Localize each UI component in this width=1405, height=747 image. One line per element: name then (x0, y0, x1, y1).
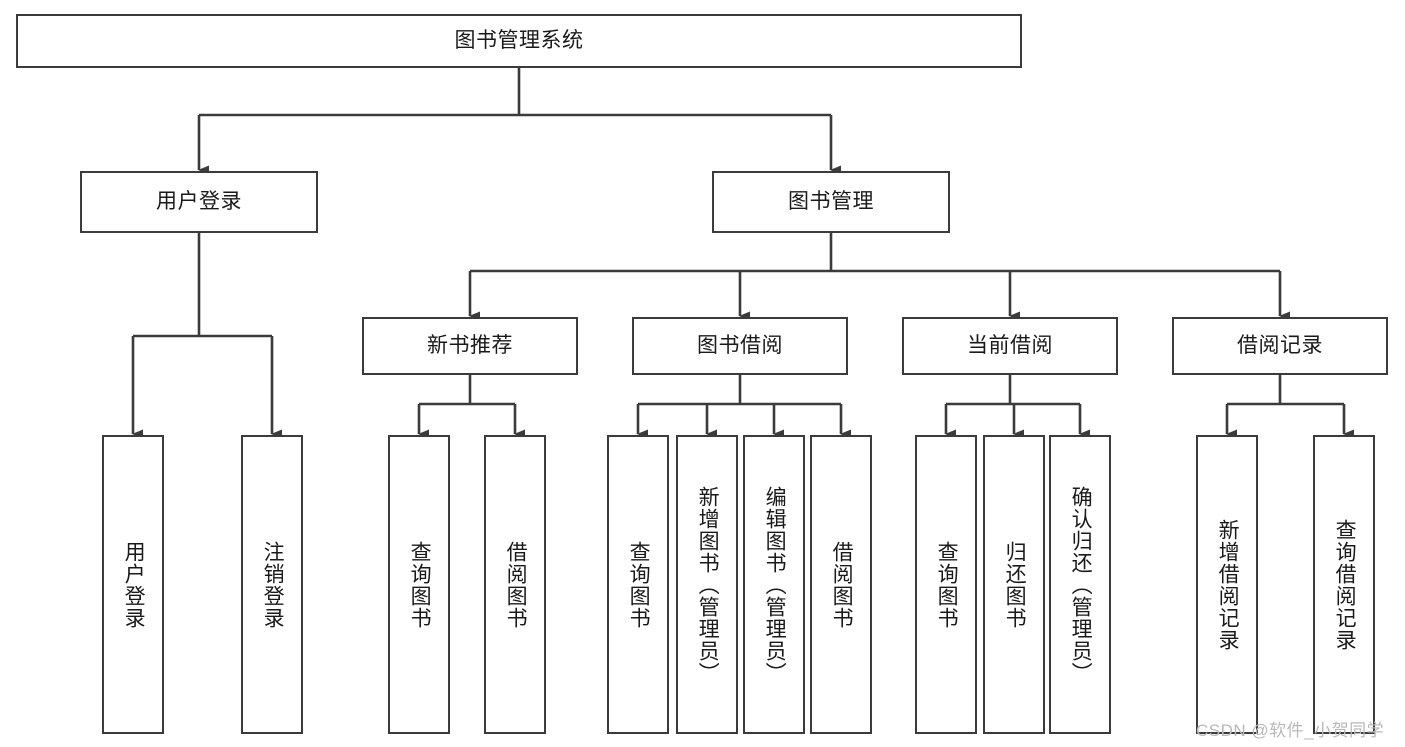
csdn-watermark: CSDN @软件_小贺同学 (1196, 721, 1385, 740)
node-label: 借阅记录 (1237, 334, 1323, 358)
node-new-book-rec[interactable]: 新书推荐 (362, 317, 578, 375)
node-leaf-query-book-3[interactable]: 查询图书 (915, 435, 977, 734)
node-label: 用户登录 (122, 540, 146, 629)
node-label: 借阅图书 (830, 540, 854, 629)
node-label: 注销登录 (261, 540, 285, 629)
node-label: 编辑图书（管理员） (763, 485, 787, 684)
node-leaf-query-book-1[interactable]: 查询图书 (388, 435, 450, 734)
node-user-login[interactable]: 用户登录 (80, 171, 318, 233)
node-label: 新增借阅记录 (1216, 518, 1240, 651)
node-book-borrow[interactable]: 图书借阅 (632, 317, 848, 375)
node-leaf-query-book-2[interactable]: 查询图书 (607, 435, 669, 734)
node-root[interactable]: 图书管理系统 (16, 14, 1022, 68)
node-label: 新书推荐 (427, 334, 513, 358)
node-label: 确认归还（管理员） (1069, 485, 1093, 684)
node-label: 用户登录 (156, 190, 242, 214)
node-label: 新增图书（管理员） (696, 485, 720, 684)
node-leaf-add-book[interactable]: 新增图书（管理员） (676, 435, 738, 734)
node-label: 当前借阅 (967, 334, 1053, 358)
node-label: 查询图书 (408, 540, 432, 629)
node-leaf-user-login[interactable]: 用户登录 (102, 435, 164, 734)
node-leaf-confirm-return[interactable]: 确认归还（管理员） (1049, 435, 1111, 734)
node-label: 图书管理系统 (454, 29, 584, 53)
node-leaf-edit-book[interactable]: 编辑图书（管理员） (743, 435, 805, 734)
node-book-manage[interactable]: 图书管理 (712, 171, 950, 233)
node-leaf-borrow-book-2[interactable]: 借阅图书 (810, 435, 872, 734)
node-label: 查询借阅记录 (1333, 518, 1357, 651)
node-leaf-borrow-book-1[interactable]: 借阅图书 (484, 435, 546, 734)
node-leaf-query-record[interactable]: 查询借阅记录 (1313, 435, 1375, 734)
node-label: 图书管理 (788, 190, 874, 214)
node-leaf-add-record[interactable]: 新增借阅记录 (1196, 435, 1258, 734)
node-label: 查询图书 (627, 540, 651, 629)
node-label: 图书借阅 (697, 334, 783, 358)
node-borrow-record[interactable]: 借阅记录 (1172, 317, 1388, 375)
node-label: 查询图书 (935, 540, 959, 629)
node-leaf-return-book[interactable]: 归还图书 (983, 435, 1045, 734)
node-leaf-logout[interactable]: 注销登录 (241, 435, 303, 734)
node-label: 归还图书 (1003, 540, 1027, 629)
node-current-borrow[interactable]: 当前借阅 (902, 317, 1118, 375)
node-label: 借阅图书 (504, 540, 528, 629)
